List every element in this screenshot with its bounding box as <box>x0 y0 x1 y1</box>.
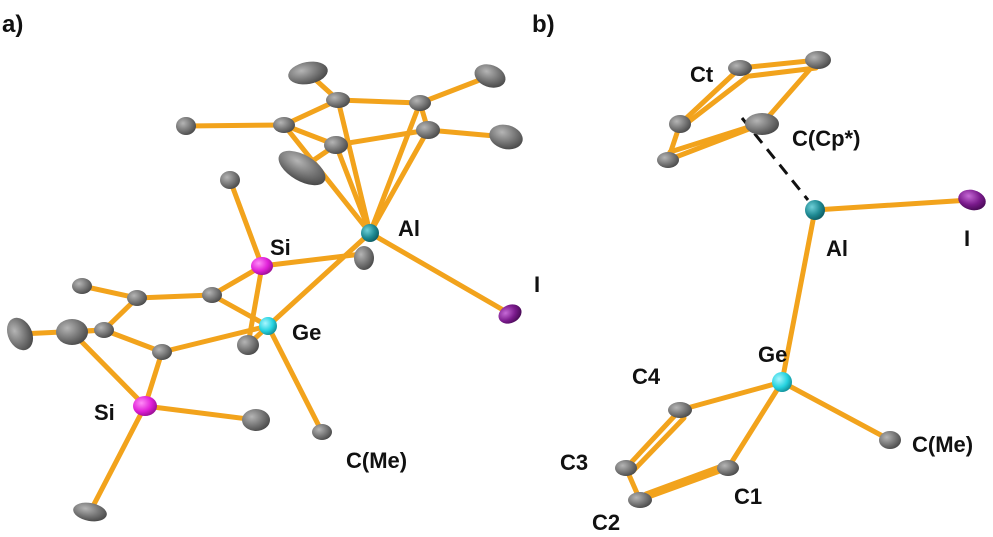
panel-b-label: b) <box>532 11 555 38</box>
atom-label-si-upper: Si <box>270 235 291 260</box>
carbon-atom <box>628 492 652 508</box>
panel-b: b) Ct C(Cp*) Al I Ge C4 C3 C1 C2 C(Me) <box>532 11 986 535</box>
panel-a-bonds <box>17 70 513 515</box>
carbon-atom <box>176 117 196 135</box>
carbon-atom <box>409 95 431 111</box>
atom-label-ge: Ge <box>292 320 321 345</box>
panel-a-label: a) <box>2 11 23 38</box>
atom-label-i: I <box>964 226 970 251</box>
silicon-atom <box>251 257 273 275</box>
panel-b-atoms <box>615 51 986 508</box>
panel-a-atoms <box>6 61 523 522</box>
carbon-atom <box>324 136 348 154</box>
carbon-atom <box>56 319 88 345</box>
iodine-atom <box>958 189 986 211</box>
carbon-atom <box>237 335 259 355</box>
carbon-atom <box>669 115 691 133</box>
atom-label-c1: C1 <box>734 484 762 509</box>
silicon-atom <box>133 396 157 416</box>
atom-label-cme: C(Me) <box>912 432 973 457</box>
carbon-atom <box>127 290 147 306</box>
atom-label-c3: C3 <box>560 450 588 475</box>
carbon-atom <box>152 344 172 360</box>
atom-label-ccp: C(Cp*) <box>792 126 860 151</box>
carbon-atom <box>805 51 831 69</box>
carbon-atom <box>220 171 240 189</box>
panel-b-bonds <box>623 57 973 503</box>
carbon-atom <box>72 278 92 294</box>
carbon-atom <box>312 424 332 440</box>
carbon-atom <box>615 460 637 476</box>
carbon-atom <box>278 150 326 186</box>
carbon-atom <box>668 402 692 418</box>
carbon-atom <box>657 152 679 168</box>
atom-label-ge: Ge <box>758 342 787 367</box>
atom-label-al: Al <box>398 216 420 241</box>
carbon-atom <box>6 317 34 351</box>
germanium-atom <box>772 372 792 392</box>
atom-label-c4: C4 <box>632 364 661 389</box>
centroid-link <box>740 117 810 201</box>
carbon-atom <box>354 246 374 270</box>
carbon-atom <box>728 60 752 76</box>
carbon-atom <box>202 287 222 303</box>
atom-label-ct: Ct <box>690 62 714 87</box>
atom-label-si-lower: Si <box>94 400 115 425</box>
aluminium-atom <box>361 224 379 242</box>
carbon-atom <box>326 92 350 108</box>
atom-label-i: I <box>534 272 540 297</box>
carbon-atom <box>73 502 107 522</box>
carbon-atom <box>288 61 328 85</box>
aluminium-atom <box>805 200 825 220</box>
carbon-atom <box>879 431 901 449</box>
atom-label-al: Al <box>826 236 848 261</box>
germanium-atom <box>259 317 277 335</box>
carbon-atom <box>489 124 523 150</box>
carbon-atom <box>416 121 440 139</box>
carbon-atom <box>273 117 295 133</box>
atom-label-cme: C(Me) <box>346 448 407 473</box>
iodine-atom <box>498 304 522 324</box>
atom-label-c2: C2 <box>592 510 620 535</box>
panel-a: a) Si Al I Ge Si C(Me) <box>2 11 540 522</box>
carbon-atom <box>717 460 739 476</box>
carbon-atom <box>94 322 114 338</box>
carbon-atom <box>474 64 506 88</box>
carbon-atom <box>745 113 779 135</box>
carbon-atom <box>242 409 270 431</box>
